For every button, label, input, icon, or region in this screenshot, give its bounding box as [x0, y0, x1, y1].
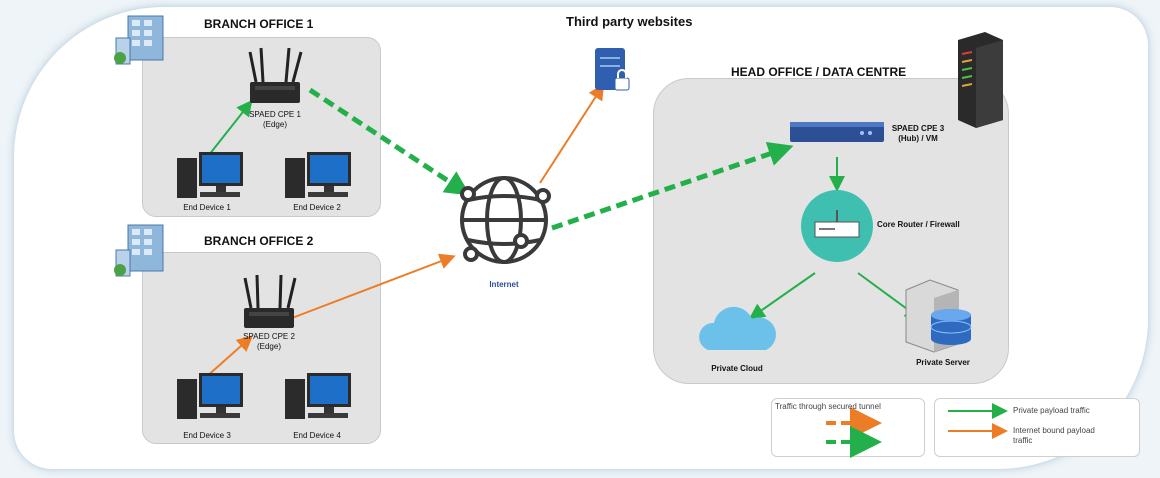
hub-name: SPAED CPE 3: [891, 124, 945, 133]
link-branch2-to-internet: [291, 253, 456, 319]
cpe1-name: SPAED CPE 1: [249, 110, 301, 119]
internet-globe-icon: [460, 176, 551, 264]
device3-label: End Device 3: [183, 431, 231, 440]
cpe2-label: SPAED CPE 2 (Edge): [234, 332, 304, 352]
cpe2-name: SPAED CPE 2: [243, 332, 295, 341]
internet-label: Internet: [489, 280, 519, 289]
device4-label: End Device 4: [293, 431, 341, 440]
hub-label: SPAED CPE 3 (Hub) / VM: [888, 124, 948, 144]
legend-internet-line1: Internet bound payload: [1013, 426, 1095, 435]
tunnel-internet-to-hub: [551, 142, 794, 231]
third-party-title: Third party websites: [566, 14, 693, 29]
legend-internet-label: Internet bound payload traffic: [1013, 426, 1095, 446]
cloud-label: Private Cloud: [711, 364, 763, 373]
hub-appliance-icon: [790, 122, 884, 142]
desktop-icon-device4: [285, 373, 351, 419]
legend-internet-line2: traffic: [1013, 436, 1033, 445]
desktop-icon-device1: [177, 152, 243, 198]
branch-office-1-title: BRANCH OFFICE 1: [204, 17, 314, 31]
tunnel-branch1-to-internet: [308, 87, 471, 196]
building-icon-branch2: [114, 224, 164, 277]
desktop-icon-device3: [177, 373, 243, 419]
device2-label: End Device 2: [293, 203, 341, 212]
core-router-icon: [801, 190, 873, 262]
server-label: Private Server: [916, 358, 970, 367]
link-device3-to-cpe2: [204, 335, 253, 379]
legend-tunnel-box: [771, 398, 925, 457]
database-server-icon: [905, 279, 972, 353]
router-label: Core Router / Firewall: [877, 220, 960, 229]
cpe1-label: SPAED CPE 1 (Edge): [240, 110, 310, 130]
legend-tunnel-title: Traffic through secured tunnel: [775, 402, 881, 411]
link-router-to-cloud: [748, 272, 816, 320]
hub-role: (Hub) / VM: [898, 134, 938, 143]
desktop-icon-device2: [285, 152, 351, 198]
link-internet-to-third-party: [539, 83, 605, 184]
link-device1-to-cpe1: [204, 99, 253, 161]
router-icon-cpe2: [243, 274, 297, 328]
cloud-icon: [699, 306, 776, 350]
datacentre-rack-icon: [958, 32, 1003, 128]
building-icon-branch1: [114, 15, 164, 65]
secure-server-icon: [595, 48, 630, 91]
cpe1-role: (Edge): [262, 120, 287, 129]
cpe2-role: (Edge): [256, 342, 281, 351]
device1-label: End Device 1: [183, 203, 231, 212]
head-office-title: HEAD OFFICE / DATA CENTRE: [731, 65, 907, 79]
legend-private-label: Private payload traffic: [1013, 406, 1090, 415]
branch-office-2-title: BRANCH OFFICE 2: [204, 234, 314, 248]
router-icon-cpe1: [248, 47, 303, 103]
legend-payload-box: [934, 398, 1140, 457]
